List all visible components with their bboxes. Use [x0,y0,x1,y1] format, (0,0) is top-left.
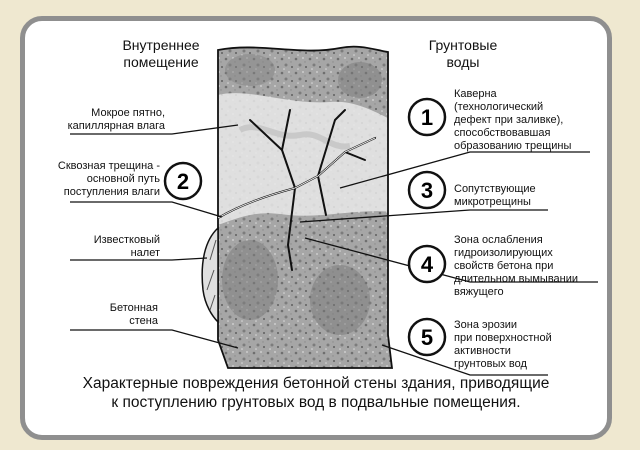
label-line: активности [454,345,511,357]
number-4-text: 4 [421,252,434,277]
label-line: Сквозная трещина - [57,160,160,172]
label-wall: Бетонная стена [30,302,158,328]
header-inside-line: Внутреннее [122,37,200,53]
label-line: Каверна [454,88,497,100]
caption-line: Характерные повреждения бетонной стены з… [82,375,550,392]
header-inside-line: помещение [123,54,199,70]
number-5: 5 [407,317,447,357]
number-3: 3 [407,170,447,210]
number-3-text: 3 [421,178,433,203]
label-line: налет [130,247,160,259]
label-line: Сопутствующие [454,183,536,195]
label-line: грунтовых вод [454,358,527,370]
label-line: способствовавшая [454,127,551,139]
label-line: (технологический [454,101,544,113]
number-2-text: 2 [177,169,189,194]
label-line: Зона эрозии [454,319,518,331]
label-line: Бетонная [109,302,158,314]
label-line: гидроизолирующих [454,247,553,259]
header-outside: Грунтовые воды [388,37,538,71]
label-weak-zone: Зона ослабления гидроизолирующих свойств… [454,234,604,299]
label-erosion: Зона эрозии при поверхностной активности… [454,319,594,371]
number-2: 2 [163,161,203,201]
header-outside-line: Грунтовые [428,37,498,53]
label-line: Мокрое пятно, [91,107,165,119]
number-5-text: 5 [421,325,433,350]
label-wet-spot: Мокрое пятно, капиллярная влага [30,107,165,133]
label-line: свойств бетона при [454,260,554,272]
label-line: стена [129,315,158,327]
number-1-text: 1 [421,105,433,130]
label-line: при поверхностной [454,332,552,344]
caption-line: к поступлению грунтовых вод в подвальные… [111,394,521,411]
label-lime: Известковый налет [30,234,160,260]
label-line: капиллярная влага [67,120,165,132]
caption: Характерные повреждения бетонной стены з… [20,374,612,412]
header-inside: Внутреннее помещение [86,37,236,71]
label-line: микротрещины [454,196,531,208]
number-1: 1 [407,97,447,137]
label-line: образованию трещины [454,140,572,152]
label-line: дефект при заливке), [454,114,564,126]
label-crack: Сквозная трещина - основной путь поступл… [30,160,160,199]
label-line: основной путь [86,173,160,185]
label-line: длительном вымывании [454,273,579,285]
label-line: вяжущего [454,286,504,298]
header-outside-line: воды [446,54,480,70]
label-cavern: Каверна (технологический дефект при зали… [454,88,599,153]
label-line: Зона ослабления [454,234,543,246]
label-line: Известковый [93,234,160,246]
label-microcracks: Сопутствующие микротрещины [454,183,584,209]
label-line: поступления влаги [63,186,160,198]
number-4: 4 [407,244,447,284]
